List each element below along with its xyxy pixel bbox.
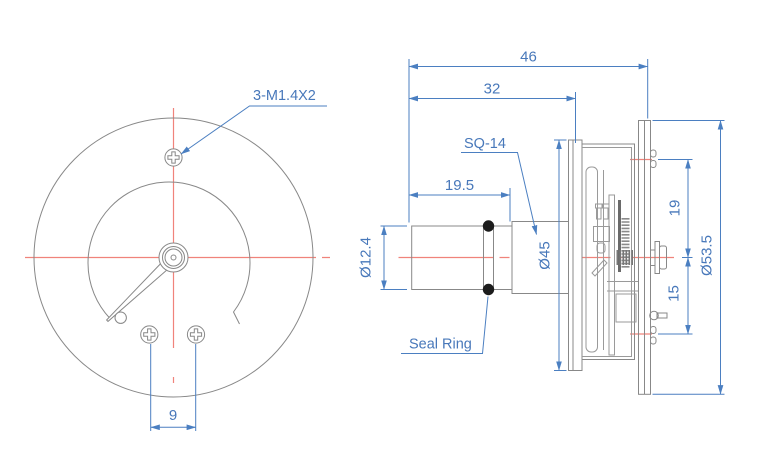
dim-stem-length-19-5: 19.5 <box>408 177 511 222</box>
flange-lugs <box>650 149 657 345</box>
flange-diameter-value: Ø53.5 <box>699 235 716 276</box>
hub <box>158 242 189 273</box>
dial-arc <box>87 181 251 325</box>
body-length-value: 32 <box>484 81 501 98</box>
callout-leader-line <box>461 152 538 235</box>
lower-lug-offset-value: 15 <box>666 285 683 302</box>
case <box>568 120 668 395</box>
seal-ring-callout: Seal Ring <box>401 296 489 354</box>
square-callout: SQ-14 <box>461 136 538 235</box>
stem-outline <box>411 225 512 290</box>
bottom-right-screw <box>186 325 206 344</box>
callout-leader-line <box>401 296 489 354</box>
stem-diameter-value: Ø12.4 <box>358 237 375 278</box>
reset-pin <box>649 310 668 321</box>
upper-lug-offset-value: 19 <box>667 200 684 217</box>
case-diameter-value: Ø45 <box>537 241 554 269</box>
overall-length-value: 46 <box>520 49 537 66</box>
stem <box>411 220 512 296</box>
gauge-outer-circle <box>33 117 314 398</box>
pointer-needle <box>105 261 169 323</box>
seal-ring-section-bottom <box>482 283 495 296</box>
adjustment-knob <box>650 241 667 274</box>
square-label: SQ-14 <box>464 136 506 152</box>
screw-thread-callout: 3-M1.4X2 <box>180 88 327 155</box>
movement-bracket <box>593 226 610 242</box>
front-bezel <box>568 139 583 371</box>
dim-flange-diameter: Ø53.5 <box>652 120 725 395</box>
dim-lower-lug-15: 15 <box>658 257 693 335</box>
dim-stem-diameter: Ø12.4 <box>358 225 407 290</box>
front-view: 3-M1.4X2 9 <box>25 88 330 431</box>
dim-overall-length-46: 46 <box>408 49 649 223</box>
side-view: 46 32 19.5 Ø12.4 Ø45 Ø53 <box>358 49 725 395</box>
case-drum <box>581 143 635 360</box>
lever-flag <box>591 259 608 277</box>
movement-mechanism <box>585 166 638 356</box>
seal-ring-section-top <box>482 220 495 232</box>
seal-ring-label: Seal Ring <box>409 337 472 353</box>
lower-bracket <box>615 293 637 323</box>
screw-spacing-dimension: 9 <box>150 344 197 431</box>
bottom-left-screw <box>140 325 159 344</box>
bourdon-tube <box>585 166 598 353</box>
top-screw <box>164 148 183 167</box>
dim-body-length-32: 32 <box>408 81 576 143</box>
movement-plate <box>608 194 615 356</box>
pointer <box>105 261 169 324</box>
screw-spacing-value: 9 <box>169 407 177 424</box>
callout-leader-line <box>180 105 327 155</box>
stem-length-value: 19.5 <box>445 177 474 194</box>
movement-screws <box>595 203 610 220</box>
screw-thread-label: 3-M1.4X2 <box>253 88 316 104</box>
dim-upper-lug-19: 19 <box>658 159 693 258</box>
pointer-counterweight <box>114 311 127 324</box>
dim-case-diameter: Ø45 <box>537 139 567 371</box>
